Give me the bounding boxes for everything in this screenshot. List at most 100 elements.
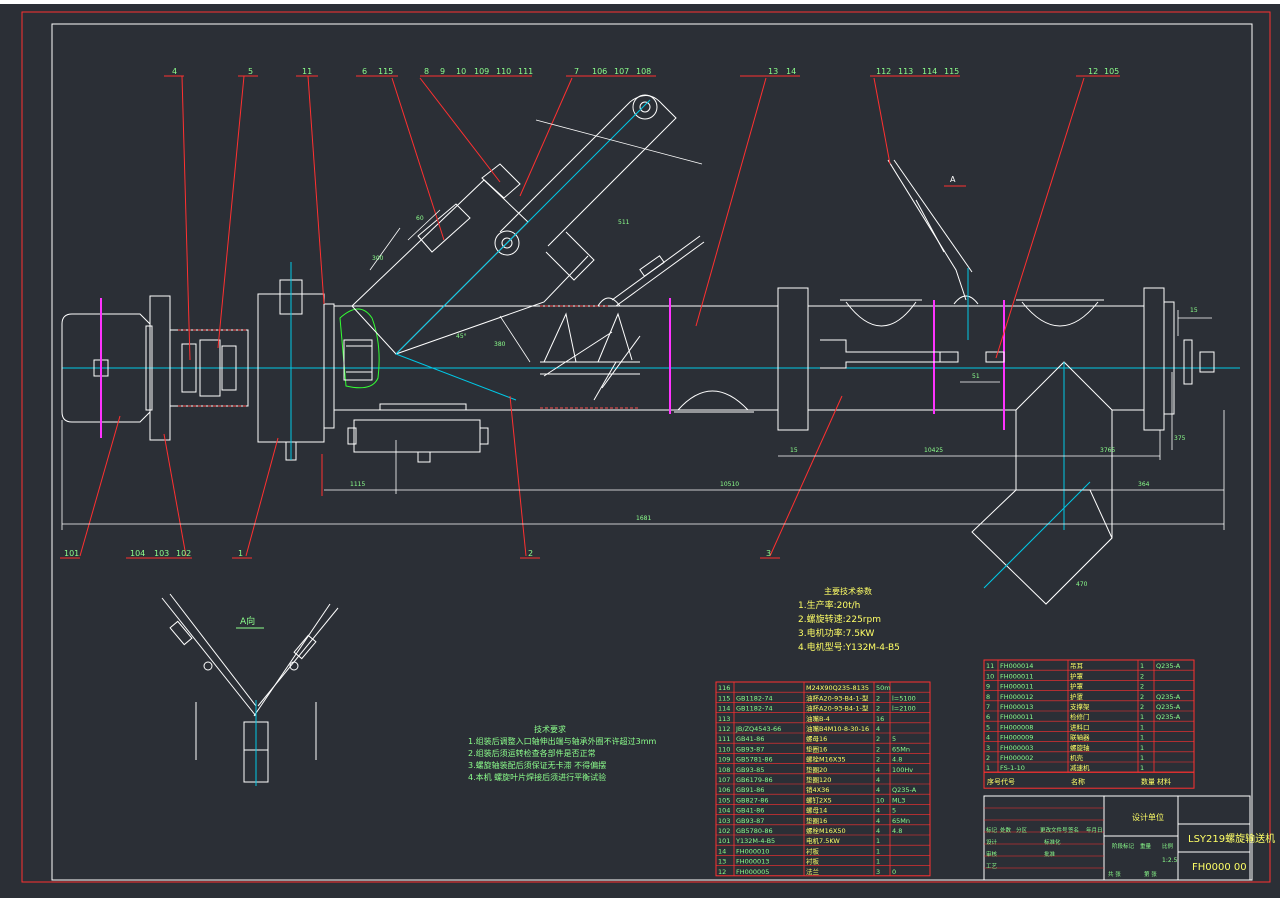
parts-right-cell: FH000011 (1000, 672, 1033, 680)
parts-left-cell: 4 (876, 786, 880, 794)
parts-left-cell: 衬板 (806, 857, 820, 866)
parts-left-cell: 110 (718, 745, 730, 753)
balloon-6: 6 (362, 67, 367, 76)
dim-375: 375 (1174, 435, 1186, 442)
product-name: LSY219螺旋输送机 (1188, 832, 1275, 845)
parts-left-cell: GB93-87 (736, 745, 764, 753)
balloon-113: 113 (898, 67, 913, 76)
dim-511: 511 (618, 219, 630, 226)
parts-header-cell: 材料 (1157, 777, 1171, 786)
parts-left-cell: 65Mn (892, 745, 910, 753)
balloon-4: 4 (172, 67, 177, 76)
dim-15a: 15 (790, 447, 798, 454)
parts-left-cell: 螺母16 (806, 734, 827, 743)
balloon-13: 13 (768, 67, 778, 76)
parts-right-cell: 1 (986, 764, 990, 772)
parts-left-cell: 2 (876, 705, 880, 713)
parts-right-cell: FH000014 (1000, 662, 1033, 670)
parts-right-cell: FH000003 (1000, 744, 1033, 752)
parts-right-cell: 联轴器 (1070, 733, 1090, 742)
parts-header-cell: 代号 (1001, 777, 1015, 786)
parts-left-cell: 3 (876, 868, 880, 876)
balloon-8: 8 (424, 67, 429, 76)
parts-left-border (715, 681, 931, 877)
dim-60: 60 (416, 215, 424, 222)
top-strip (0, 0, 1280, 4)
parts-right-cell: FH000008 (1000, 723, 1033, 731)
balloon-9: 9 (440, 67, 445, 76)
title-block-label: 批准 (1044, 850, 1056, 858)
parts-right-cell: 5 (986, 723, 990, 731)
parts-right-cell: 10 (986, 672, 994, 680)
dim-300: 300 (372, 255, 384, 262)
title-block-label: 第 张 (1144, 870, 1157, 878)
parts-right-cell: 2 (1140, 693, 1144, 701)
balloon-108: 108 (636, 67, 651, 76)
parts-left-cell: ML3 (892, 796, 905, 804)
parts-left-cell: Y132M-4-B5 (735, 837, 775, 845)
parts-left-cell: l=5100 (892, 694, 916, 702)
dim-380: 380 (494, 341, 506, 348)
parts-header-border (983, 771, 1195, 789)
parts-left-cell: 2 (876, 756, 880, 764)
view-a-marker: A (950, 175, 956, 184)
parts-header-cell: 数量 (1141, 777, 1155, 786)
parts-right-cell: 护罩 (1070, 692, 1084, 701)
parts-right-cell: Q235-A (1156, 713, 1181, 721)
parts-left-cell: 4 (876, 817, 880, 825)
screw-flights (540, 305, 641, 409)
parts-right-cell: 机壳 (1070, 753, 1084, 762)
parts-right-cell: 1 (1140, 764, 1144, 772)
parts-left-cell: 4 (876, 766, 880, 774)
coupling (169, 329, 249, 407)
parts-right-cell: 1 (1140, 754, 1144, 762)
parts-left-cell: 垫圈16 (806, 816, 827, 825)
parts-right-cell: 1 (1140, 662, 1144, 670)
parts-right-cell: Q235-A (1156, 662, 1181, 670)
parts-right-cell: 1 (1140, 744, 1144, 752)
parts-right-cell: 护罩 (1070, 671, 1084, 680)
parts-left-cell: 4 (876, 807, 880, 815)
title-block-label: 标准化 (1044, 838, 1061, 846)
balloon-11: 11 (302, 67, 312, 76)
title-block-label: 阶段标记 (1112, 842, 1135, 850)
main-params-line-1: 1.生产率:20t/h (798, 599, 860, 611)
title-block-label: 比例 (1162, 842, 1174, 850)
balloon-labels-top: 4 5 11 6 115 8 9 10 109 110 111 7 106 10… (172, 67, 1119, 76)
parts-right-cell: 9 (986, 683, 990, 691)
parts-left-cell: 垫圈120 (806, 775, 831, 784)
balloon-115a: 115 (378, 67, 393, 76)
dim-45deg: 45° (456, 333, 467, 340)
parts-left-cell: 4.8 (892, 827, 902, 835)
parts-left-cell: 电机7.5KW (806, 836, 840, 845)
company-name: 设计单位 (1132, 812, 1164, 822)
balloon-104: 104 (130, 549, 145, 558)
dim-10510: 10510 (720, 481, 739, 488)
parts-left-cell: 116 (718, 684, 730, 692)
title-block-label: 重量 (1140, 842, 1152, 850)
balloon-5: 5 (248, 67, 253, 76)
title-block-label: 工艺 (986, 863, 998, 870)
balloon-115b: 115 (944, 67, 959, 76)
title-block-label: 更改文件号 (1040, 826, 1068, 834)
parts-left-cell: 107 (718, 776, 730, 784)
balloon-10: 10 (456, 67, 466, 76)
balloon-12: 12 (1088, 67, 1098, 76)
parts-left-cell: 0 (892, 868, 896, 876)
parts-left-cell: 垫圈20 (806, 765, 827, 774)
parts-left-cell: 103 (718, 817, 730, 825)
parts-left-cell: Q235-A (892, 786, 917, 794)
parts-left-cell: GB41-86 (736, 807, 764, 815)
parts-left-cell: 13 (718, 858, 726, 866)
parts-left-cell: 114 (718, 705, 730, 713)
balloon-103: 103 (154, 549, 169, 558)
balloon-110: 110 (496, 67, 511, 76)
parts-left-cell: M24X90Q235-8135 (806, 684, 869, 692)
motor (61, 298, 151, 438)
parts-left-cell: 1 (876, 837, 880, 845)
parts-left-cell: 油杯A20-93-B4-1-型 (806, 693, 869, 702)
tech-req-line-2: 2.组装后须运转检查各部件是否正常 (468, 748, 596, 758)
balloon-2: 2 (528, 549, 533, 558)
parts-right-cell: FS-1-10 (1000, 764, 1025, 772)
parts-left-cell: 104 (718, 807, 730, 815)
